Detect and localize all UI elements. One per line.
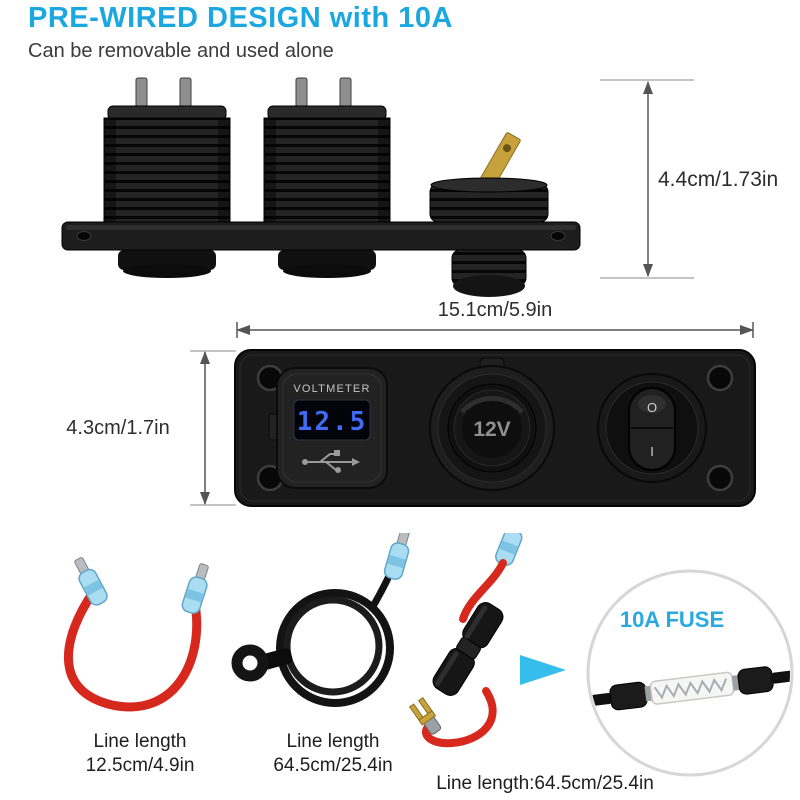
dimension-panel-width: 15.1cm/5.9in xyxy=(236,300,754,338)
red-jumper-length: 12.5cm/4.9in xyxy=(86,755,195,776)
screw-hole xyxy=(706,464,734,492)
mounting-nut xyxy=(118,250,216,270)
black-wire-label: Line length xyxy=(287,731,380,752)
page-title: PRE-WIRED DESIGN with 10A xyxy=(28,2,453,34)
page-subtitle: Can be removable and used alone xyxy=(28,40,334,62)
wiring-illustration: Line length 12.5cm/4.9in Line length 64.… xyxy=(64,533,794,794)
dimension-panel-height: 4.3cm/1.7in xyxy=(66,350,236,506)
red-jumper-label: Line length xyxy=(94,731,187,752)
voltmeter-reading: 12.5 xyxy=(297,407,368,437)
fuse-magnifier-callout: 10A FUSE xyxy=(586,569,794,777)
fork-terminal xyxy=(408,697,442,735)
black-wire-length: 64.5cm/25.4in xyxy=(273,755,392,776)
socket-cylinder-3 xyxy=(429,132,549,297)
fuse-callout-label: 10A FUSE xyxy=(620,607,724,632)
terminal-prong xyxy=(295,77,308,111)
blue-spade-connector xyxy=(179,561,214,616)
usb-icon xyxy=(302,450,360,473)
voltmeter-usb-module: VOLTMETER 12.5 xyxy=(268,367,388,489)
plate-screw-hole xyxy=(550,231,566,241)
ring-terminal xyxy=(231,644,269,682)
socket-cylinder-1 xyxy=(103,77,231,278)
dimension-socket-depth: 4.4cm/1.73in xyxy=(600,79,778,279)
mounting-nut xyxy=(278,250,376,270)
voltmeter-display xyxy=(293,399,371,441)
callout-arrow xyxy=(520,655,566,685)
red-jumper-wire: Line length 12.5cm/4.9in xyxy=(64,554,214,776)
socket-depth-label: 4.4cm/1.73in xyxy=(658,168,778,191)
front-panel-illustration: 15.1cm/5.9in 4.3cm/1.7in xyxy=(66,300,756,507)
mounting-plate xyxy=(61,221,581,251)
fuse-filament xyxy=(653,677,728,700)
screw-hole xyxy=(706,364,734,392)
voltmeter-label: VOLTMETER xyxy=(293,383,370,395)
terminal-prong xyxy=(179,77,192,111)
blue-spade-connector xyxy=(492,533,530,568)
fuse-wire-length-label: Line length:64.5cm/25.4in xyxy=(436,773,654,794)
blue-spade-connector xyxy=(69,554,111,609)
side-view-illustration: 4.4cm/1.73in xyxy=(61,77,778,297)
switch-on-mark: I xyxy=(650,444,654,459)
panel-height-label: 4.3cm/1.7in xyxy=(66,417,169,439)
fuse-detail xyxy=(590,666,790,711)
socket-12v-label: 12V xyxy=(473,418,510,441)
terminal-prong xyxy=(339,77,352,111)
rocker-switch[interactable]: O I xyxy=(597,373,707,483)
socket-cylinder-2 xyxy=(263,77,391,278)
terminal-prong xyxy=(135,77,148,111)
fuse-holder xyxy=(432,602,504,696)
fused-power-wire xyxy=(408,533,530,748)
blue-spade-connector xyxy=(382,533,415,582)
black-ground-wire: Line length 64.5cm/25.4in xyxy=(231,533,415,776)
panel-width-label: 15.1cm/5.9in xyxy=(438,300,553,321)
power-socket-12v[interactable]: 12V xyxy=(429,357,555,491)
plate-screw-hole xyxy=(76,231,92,241)
switch-off-mark: O xyxy=(647,400,657,415)
